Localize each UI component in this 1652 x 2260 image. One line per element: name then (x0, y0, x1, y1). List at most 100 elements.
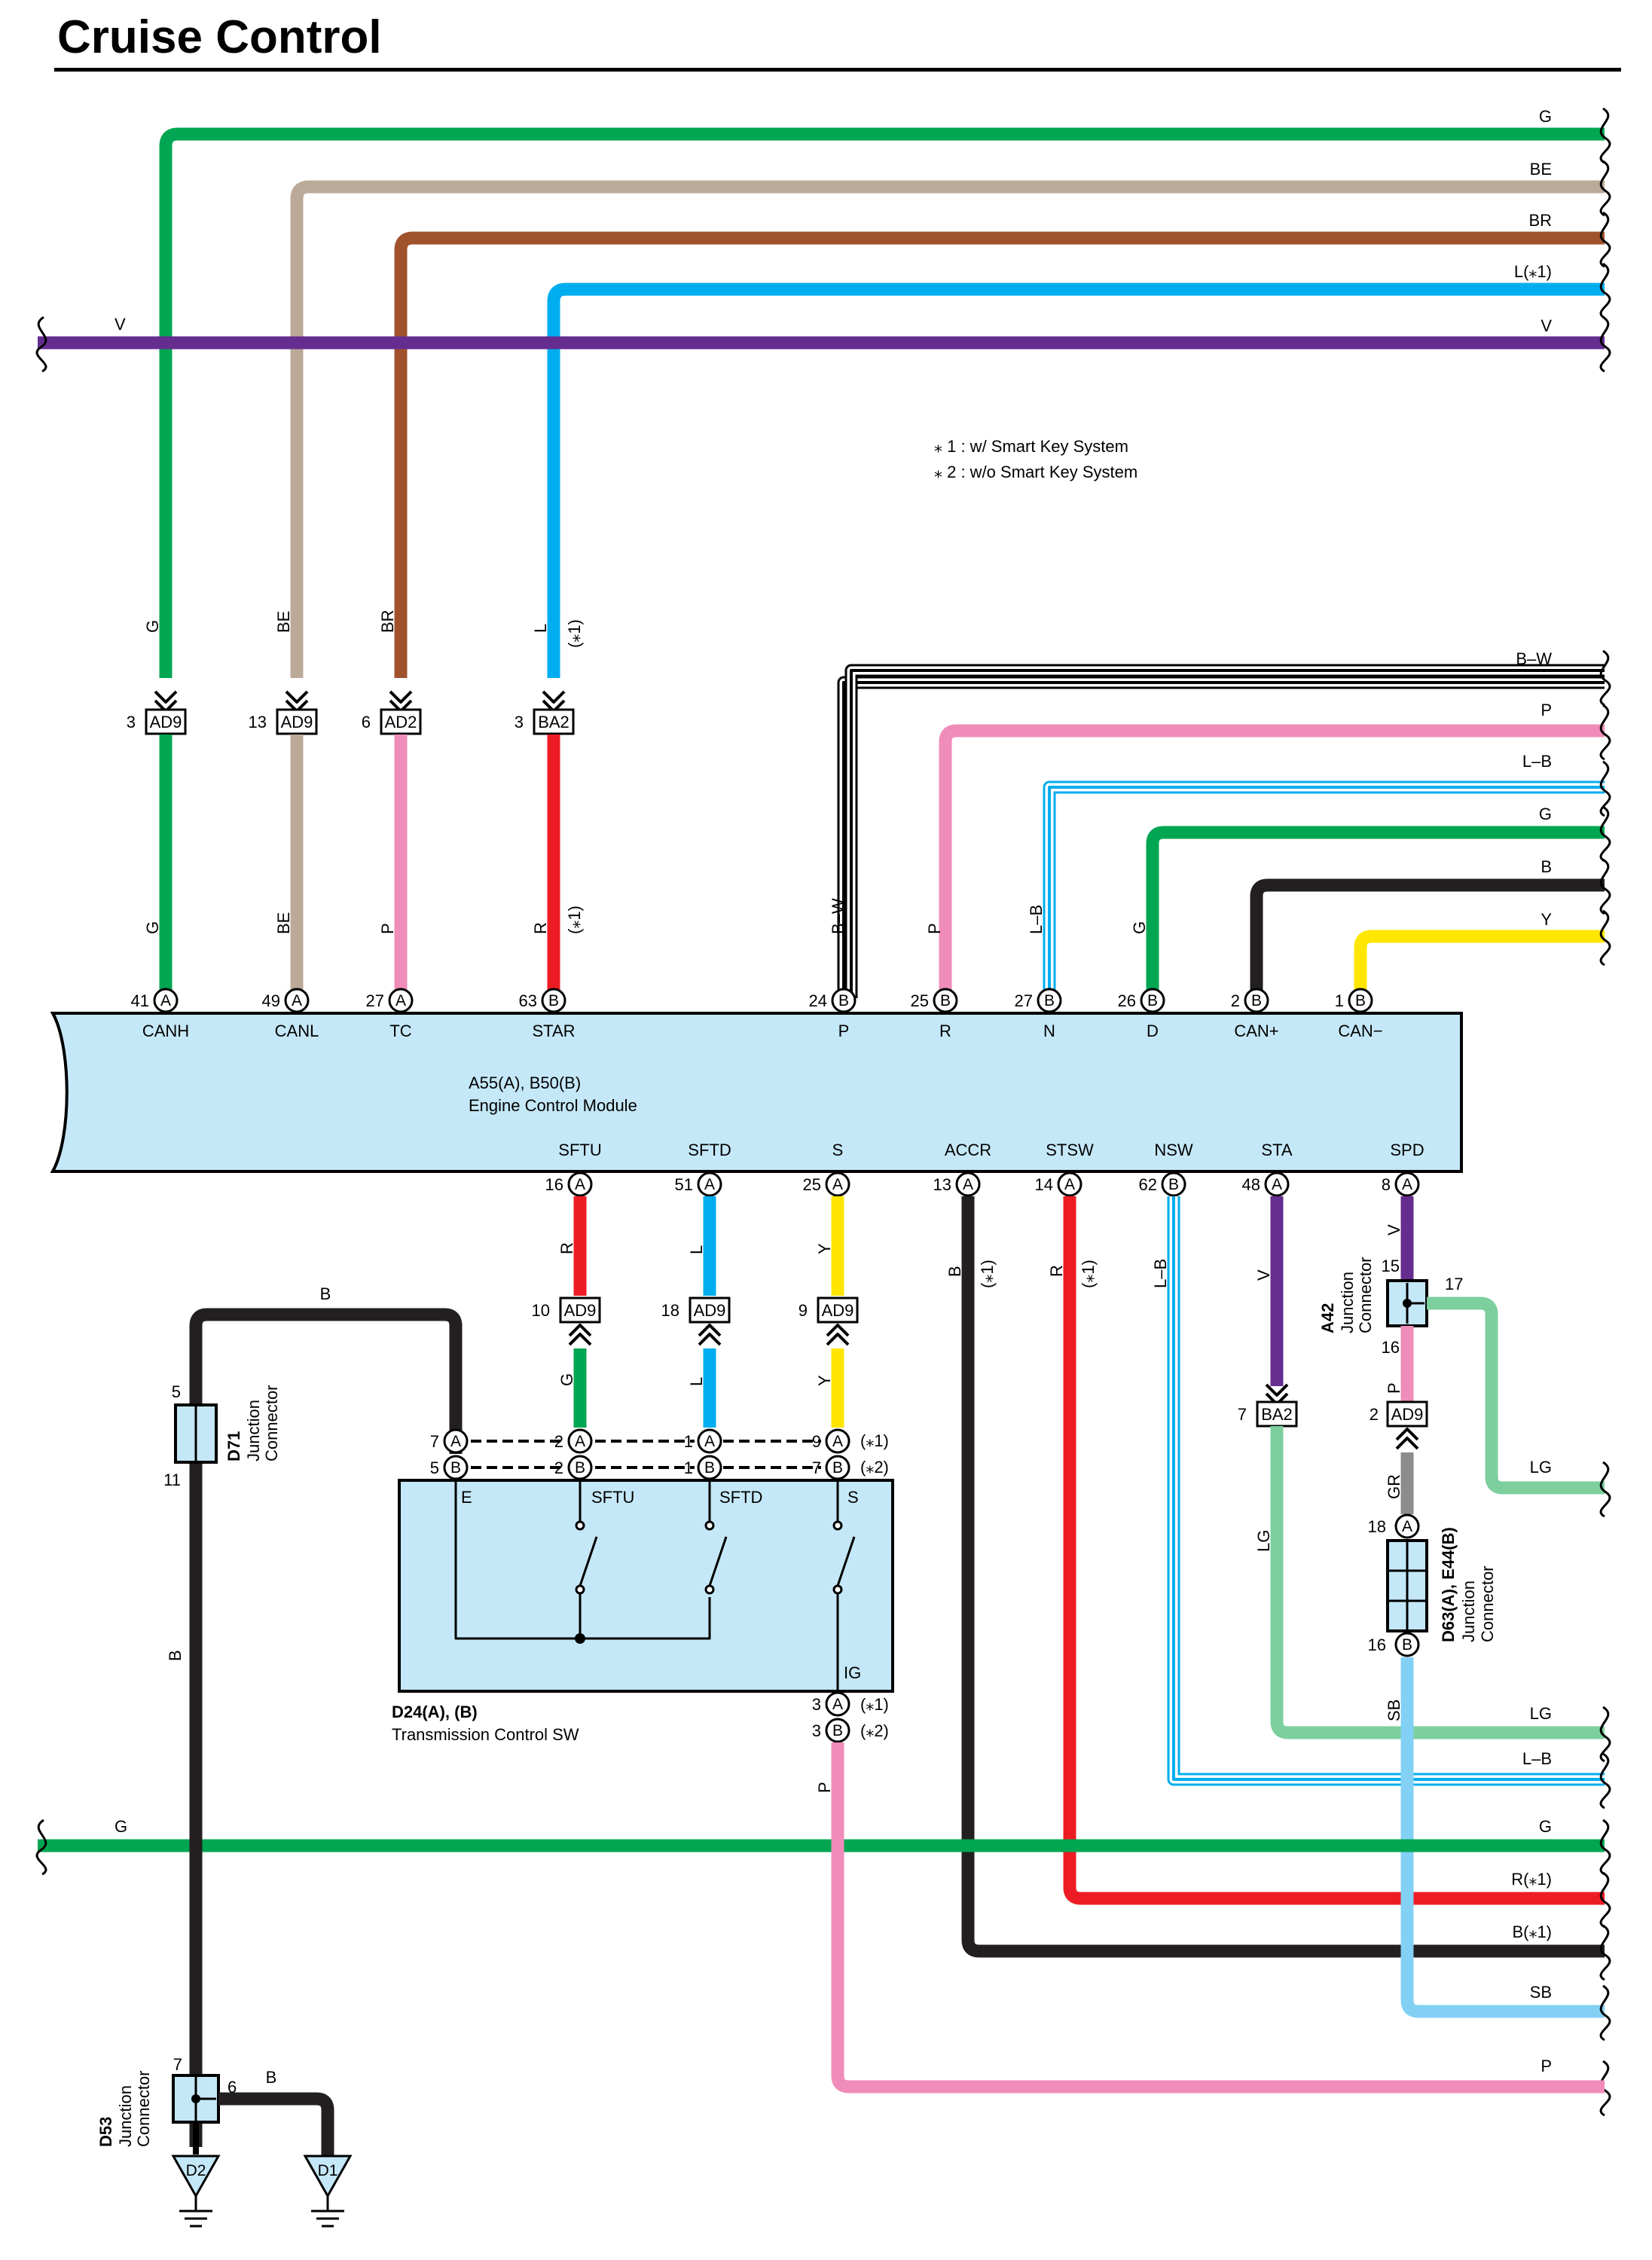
ecm-bot-pin-2-letter: A (832, 1176, 843, 1193)
tcsw-row-b-2-letter: B (704, 1459, 715, 1477)
d63-desc1: Junction (1459, 1580, 1478, 1642)
ecm-top-pin-6 (1037, 988, 1062, 1013)
ba2-sta-wire: LG (1254, 1530, 1273, 1552)
break-bottom-3 (1599, 1871, 1611, 1929)
ecm-top-pin-7-letter: B (1147, 992, 1158, 1009)
ecm-top-pin-0 (153, 988, 179, 1013)
ecm-top-pin-2 (388, 988, 414, 1013)
d53-pin-out: 6 (227, 2078, 237, 2097)
tcsw-term-ig: IG (844, 1663, 861, 1682)
d53-dot (191, 2094, 200, 2103)
ecm-top-pin-num-5: 25 (911, 991, 929, 1010)
tcsw-ig-a (825, 1691, 850, 1717)
right-label-bottom-6: P (1541, 2057, 1552, 2075)
tcsw-row-a-num-3: 9 (812, 1432, 821, 1451)
d71-name: D71 (224, 1431, 243, 1461)
tcsw-switch-1 (708, 1536, 728, 1587)
tcsw-contact-top-0 (575, 1520, 585, 1531)
ad9-lower-wire-0: G (557, 1373, 576, 1386)
d71-desc1: Junction (244, 1400, 263, 1461)
ba2-sta-label: BA2 (1261, 1405, 1293, 1424)
ecm-bot-pin-5-letter: B (1168, 1176, 1179, 1193)
d63-pin-a-num: 18 (1368, 1517, 1386, 1536)
tcsw-row-b-0-letter: B (450, 1459, 461, 1477)
right-label-mid-0: B–W (1516, 649, 1552, 668)
break-lg-a42 (1599, 1461, 1611, 1518)
tcsw-contact-top-2 (832, 1520, 843, 1531)
ground-bars-0 (179, 2210, 212, 2228)
ecm-bot-pin-3 (955, 1171, 981, 1197)
ad9-spd-arrow-b (1395, 1428, 1419, 1441)
ad9-lower-1-label: AD9 (694, 1301, 726, 1320)
ba2-sta-pin: 7 (1238, 1405, 1247, 1424)
top-conn-0-label: AD9 (150, 713, 182, 731)
ad9-spd-wire: GR (1385, 1474, 1403, 1499)
tcsw-ig-a-letter: A (832, 1696, 843, 1713)
a42-desc2: Connector (1356, 1257, 1375, 1333)
ecm-top-pin-6-letter: B (1044, 992, 1055, 1009)
ad9-lower-arrow-1-b (698, 1324, 722, 1337)
ecm-top-pin-7 (1140, 988, 1165, 1013)
ad9-spd-arrow-a (1395, 1437, 1419, 1450)
ad9-spd-label: AD9 (1391, 1405, 1424, 1424)
tcsw-switch-0 (579, 1536, 598, 1587)
top-conn-1-label: AD9 (281, 713, 313, 731)
break-mid-2 (1599, 760, 1611, 817)
ecm-top-pin-num-3: 63 (519, 991, 537, 1010)
right-label-mid-5: Y (1541, 910, 1552, 929)
bw-sftu: R (557, 1242, 576, 1254)
ad9-lower-arrow-0-a (568, 1333, 592, 1346)
right-label-top-1: BE (1530, 160, 1552, 179)
ad9-spd (1386, 1400, 1428, 1428)
note-2: ⁎ 2 : w/o Smart Key System (934, 463, 1137, 481)
wire-stsw (1063, 1196, 1605, 1905)
right-label-mid-2: L–B (1522, 752, 1552, 771)
wire-a42-lg (1427, 1296, 1605, 1495)
ad9-lower-wire-2: Y (815, 1375, 834, 1386)
a42-dot (1403, 1299, 1412, 1308)
ecm-bot-pin-num-3: 13 (933, 1175, 951, 1194)
ad9-lower-2-label: AD9 (822, 1301, 854, 1320)
break-mid-5 (1599, 909, 1611, 967)
top-conn-3-label: BA2 (538, 713, 569, 731)
d53-name: D53 (96, 2117, 115, 2147)
right-label-bottom-2: G (1539, 1817, 1552, 1836)
ecm-bot-pin-6-letter: A (1272, 1176, 1282, 1193)
ecm-top-wire-label-3: G (1130, 921, 1149, 934)
tcsw-row-b-3-letter: B (832, 1459, 843, 1477)
ecm-bot-pin-7-letter: A (1402, 1176, 1412, 1193)
d71-desc2: Connector (262, 1385, 281, 1461)
wire-p-top (939, 724, 1605, 998)
d63-inner (1388, 1541, 1427, 1631)
break-mid-3 (1599, 805, 1611, 863)
title-rule (54, 68, 1621, 72)
wire-sb (1400, 1657, 1605, 2018)
top-wire-lower-2: P (378, 923, 397, 934)
ecm-top-sig-9: CAN− (1338, 1022, 1382, 1040)
top-conn-2 (380, 708, 422, 735)
a42-pin-15: 15 (1382, 1257, 1400, 1275)
ground-bars-1 (311, 2210, 344, 2228)
ecm-top-pin-5-letter: B (940, 992, 951, 1009)
ecm-top-pin-9 (1348, 988, 1373, 1013)
d63-name: D63(A), E44(B) (1439, 1527, 1458, 1642)
bw-s: Y (815, 1243, 834, 1254)
tcsw-ig-note1: (⁎1) (860, 1695, 889, 1714)
break-left-g (35, 1819, 47, 1876)
ground-tri-0 (171, 2155, 221, 2199)
ecm-top-pin-8 (1244, 988, 1269, 1013)
ecm-top-pin-9-letter: B (1355, 992, 1366, 1009)
right-label-mid-1: P (1541, 701, 1552, 719)
bw-stsw-note: (⁎1) (1079, 1260, 1098, 1288)
tcsw-contact-bot-1 (704, 1584, 715, 1595)
tcsw-term-e: E (461, 1488, 472, 1507)
ad9-lower-arrow-0-b (568, 1324, 592, 1337)
ad9-lower-pin-1: 18 (661, 1301, 679, 1320)
tcsw-row-a-num-0: 7 (430, 1432, 439, 1451)
tcsw-contact-bot-2 (832, 1584, 843, 1595)
break-top-0 (1599, 107, 1611, 164)
ecm-bot-pin-num-5: 62 (1139, 1175, 1157, 1194)
ecm-bot-pin-7 (1394, 1171, 1420, 1197)
bw-sta: V (1254, 1269, 1273, 1281)
